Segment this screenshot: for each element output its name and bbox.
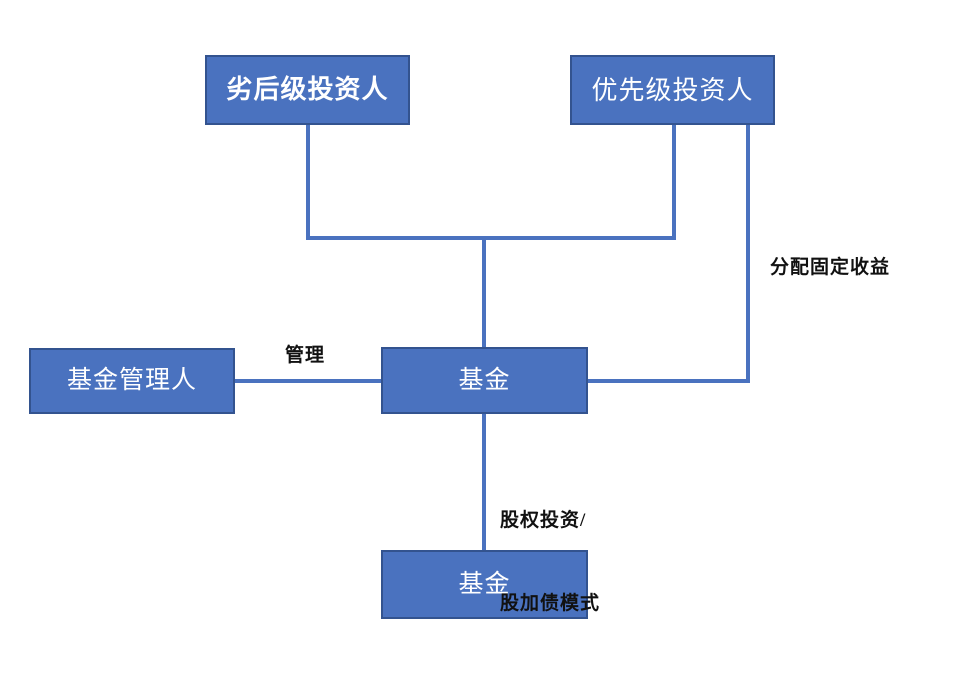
node-subordinate-investor[interactable]: 劣后级投资人 [205, 55, 410, 125]
edge-label-fixed-return: 分配固定收益 [770, 257, 891, 278]
node-target-fund-label: 基金 [458, 570, 511, 598]
connector-manager-to-fund [233, 379, 383, 383]
node-target-fund[interactable]: 基金 [381, 550, 588, 619]
edge-label-manage: 管理 [285, 345, 326, 366]
edge-label-equity-investment: 股权投资/ 股加债模式 [500, 452, 600, 672]
node-fund-label: 基金 [458, 366, 511, 394]
node-subordinate-investor-label: 劣后级投资人 [226, 74, 389, 104]
edge-label-equity-line-2: 股加债模式 [500, 592, 601, 614]
connector-subordinate-to-bus [306, 124, 310, 240]
connector-bus-to-fund [482, 236, 486, 349]
edge-label-equity-line-1: 股权投资/ [500, 510, 587, 532]
connector-senior-to-bus [672, 124, 676, 240]
node-senior-investor[interactable]: 优先级投资人 [570, 55, 775, 125]
node-fund-manager-label: 基金管理人 [66, 367, 197, 395]
node-fund-manager[interactable]: 基金管理人 [29, 348, 235, 414]
connector-fund-to-senior-fixed-return [586, 379, 750, 383]
connector-senior-fixed-return-vertical [746, 124, 750, 383]
connector-investor-bus [306, 236, 676, 240]
node-fund[interactable]: 基金 [381, 347, 588, 414]
node-senior-investor-label: 优先级投资人 [591, 74, 754, 105]
connector-fund-to-target-fund [482, 412, 486, 552]
